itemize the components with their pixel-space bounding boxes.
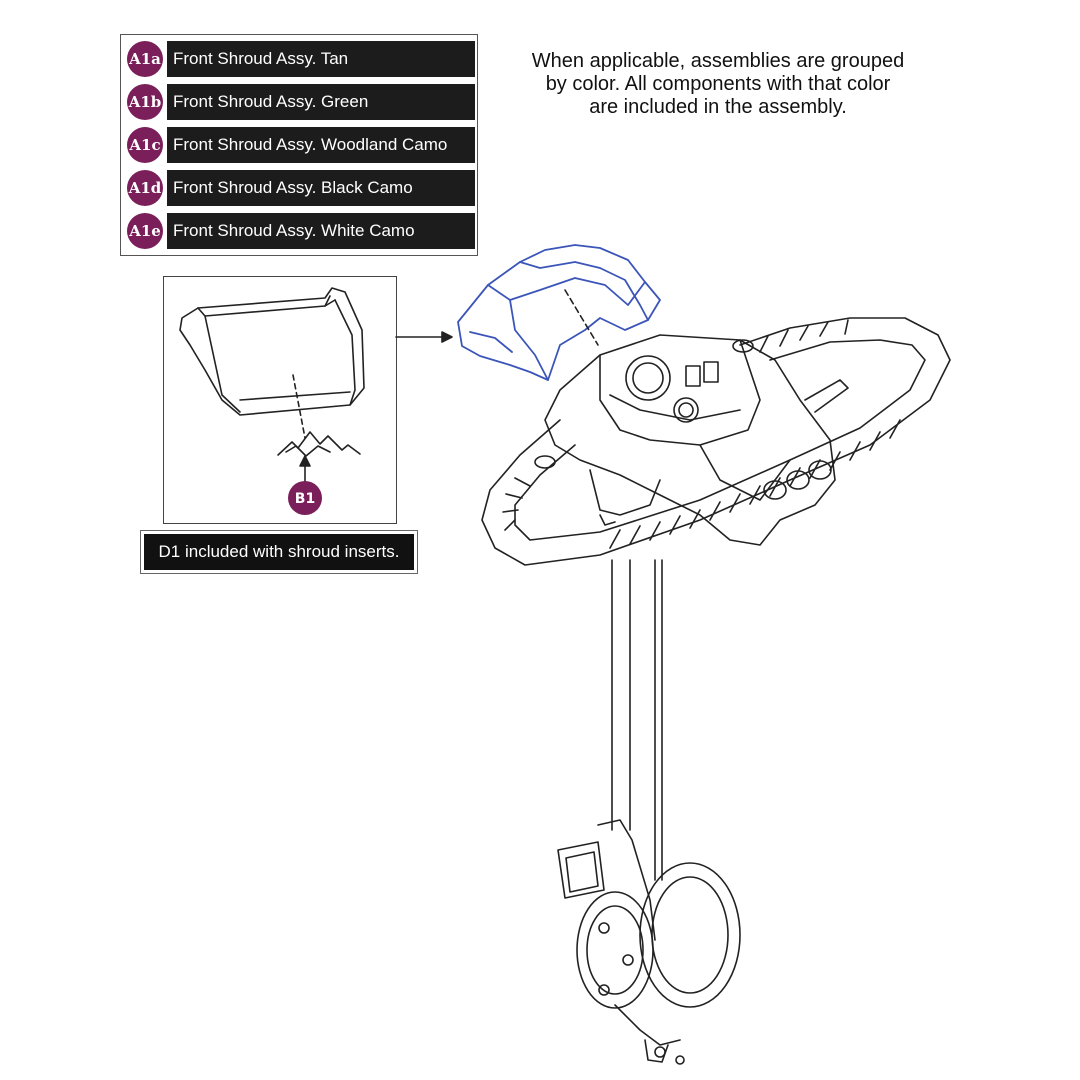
legend-label: Front Shroud Assy. Woodland Camo [167,127,475,163]
note-line: are included in the assembly. [589,96,847,118]
legend-row-a1d: A1d Front Shroud Assy. Black Camo [123,167,475,209]
parts-legend: A1a Front Shroud Assy. Tan A1b Front Shr… [120,34,478,256]
included-note-box: D1 included with shroud inserts. [140,530,418,574]
control-console [544,334,849,546]
mountain-decal-icon [277,431,361,456]
callout-label-b1: B1 [295,491,315,507]
callout-badge: A1d [127,170,163,206]
legend-row-a1c: A1c Front Shroud Assy. Woodland Camo [123,124,475,166]
callout-badge: A1e [127,213,163,249]
legend-label: Front Shroud Assy. Green [167,84,475,120]
assembly-note: When applicable, assemblies are grouped … [498,50,938,119]
legend-row-a1a: A1a Front Shroud Assy. Tan [123,38,475,80]
legend-label: Front Shroud Assy. White Camo [167,213,475,249]
callout-badge: A1b [127,84,163,120]
callout-badge: A1a [127,41,163,77]
legend-row-a1b: A1b Front Shroud Assy. Green [123,81,475,123]
front-shroud-highlight [457,244,661,381]
shroud-insert-inset [163,276,397,524]
drive-unit [557,819,741,1065]
included-note-text: D1 included with shroud inserts. [144,534,414,570]
note-line: When applicable, assemblies are grouped [531,50,905,72]
callout-badge: A1c [127,127,163,163]
legend-row-a1e: A1e Front Shroud Assy. White Camo [123,210,475,252]
insert-leader-line [292,374,306,439]
callout-badge-b1 [288,481,322,515]
legend-label: Front Shroud Assy. Tan [167,41,475,77]
note-line: by color. All components with that color [545,73,891,95]
steering-column [611,559,663,881]
shroud-insert-drawing [179,287,365,416]
legend-label: Front Shroud Assy. Black Camo [167,170,475,206]
